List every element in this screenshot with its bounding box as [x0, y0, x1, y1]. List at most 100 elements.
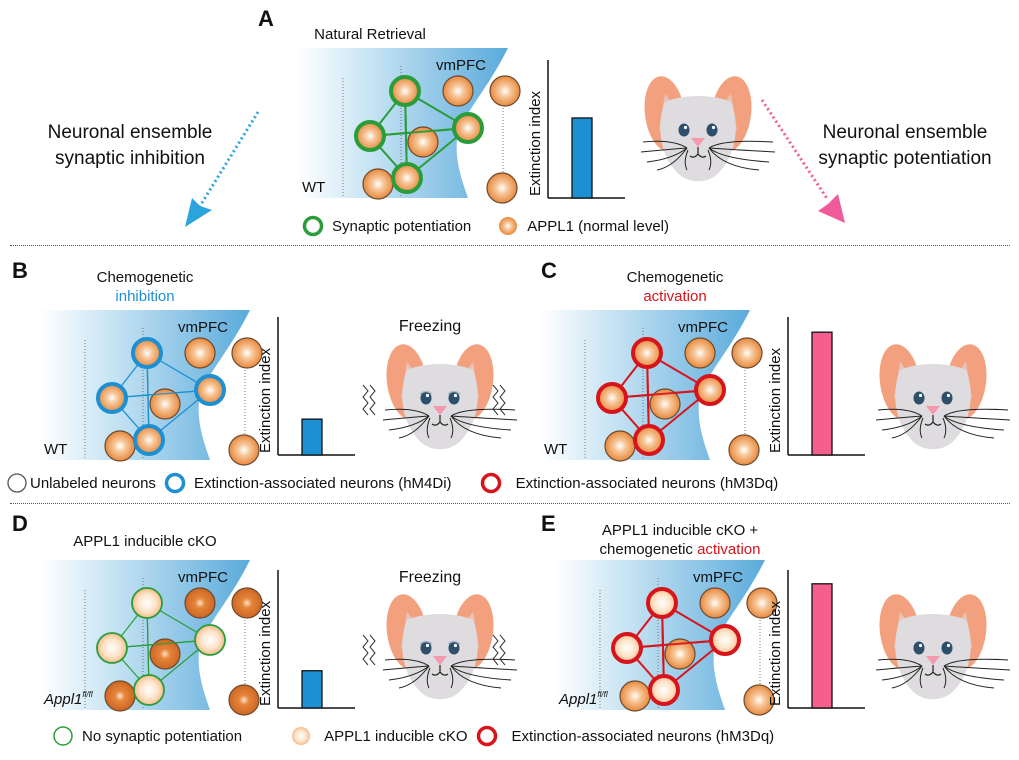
eye-highlight — [683, 125, 688, 130]
panel-b-title: Chemogenetic inhibition — [50, 268, 240, 306]
thin-green-ring-icon — [53, 726, 73, 746]
whisker — [398, 415, 430, 439]
title-line: chemogenetic — [599, 541, 698, 558]
neuron — [489, 75, 521, 107]
whisker — [943, 665, 1011, 671]
whisker — [398, 665, 430, 689]
panel-letter-c: C — [541, 258, 557, 283]
whisker — [708, 147, 776, 153]
ensemble-neuron — [694, 374, 726, 406]
neuron — [442, 75, 474, 107]
neuron — [407, 126, 439, 158]
blue-arrowhead-icon — [185, 198, 212, 227]
side-label-line: Neuronal ensemble — [47, 122, 213, 143]
ear-shade — [401, 362, 417, 400]
region-label-vmpfc: vmPFC — [693, 569, 743, 586]
neuron — [228, 684, 260, 716]
whisker — [875, 665, 923, 671]
legend-text: Unlabeled neurons — [30, 474, 156, 492]
side-label-line: synaptic potentiation — [818, 148, 992, 169]
side-label-line: synaptic inhibition — [55, 148, 205, 169]
genotype-label: WT — [544, 441, 567, 458]
neuron — [184, 337, 216, 369]
ensemble-neuron — [389, 75, 421, 107]
neuron — [149, 638, 181, 670]
mouse-head — [875, 344, 1011, 450]
title-highlight-inhibition: inhibition — [115, 288, 175, 305]
neuron — [684, 337, 716, 369]
divider-bottom — [10, 503, 1010, 504]
extinction-index-bar — [811, 331, 833, 456]
ensemble-connection-line — [369, 127, 469, 137]
neuron — [149, 388, 181, 420]
neuron — [699, 587, 731, 619]
ensemble-neuron — [648, 674, 680, 706]
whisker — [943, 415, 1011, 421]
whisker — [656, 147, 688, 171]
neuron — [231, 337, 263, 369]
ensemble-neuron — [194, 624, 226, 656]
nose-icon — [926, 406, 940, 415]
neuron — [184, 587, 216, 619]
eyebrow — [419, 390, 433, 395]
tremor-lines-icon — [492, 634, 499, 666]
blue-ring-icon — [164, 472, 186, 494]
whisker — [943, 415, 1005, 431]
neuron — [231, 587, 263, 619]
tremor-lines-icon — [499, 384, 506, 416]
bar-chart-b: Extinction index — [257, 317, 355, 456]
genotype-label: Appl1fl/fl — [558, 690, 608, 708]
mouse-face-b-freezing — [362, 344, 518, 450]
whisker — [891, 415, 923, 439]
legend-text: Synaptic potentiation — [332, 217, 472, 235]
legend-text: Extinction-associated neurons (hM3Dq) — [515, 474, 779, 492]
tremor-lines-icon — [362, 634, 369, 666]
panel-d-title: APPL1 inducible cKO — [73, 533, 217, 550]
whisker — [708, 140, 774, 149]
ear-shade — [463, 362, 479, 400]
eye-icon — [448, 641, 460, 655]
whisker — [881, 665, 923, 681]
whisker — [881, 415, 923, 431]
ensemble-neuron — [96, 632, 128, 664]
whisker — [388, 415, 430, 431]
ensemble-connection-line — [111, 389, 211, 399]
ensemble-neuron — [631, 337, 663, 369]
neuron — [104, 680, 136, 712]
cheek-line — [426, 667, 431, 689]
panel-letter-a: A — [258, 6, 274, 31]
whisker — [875, 415, 923, 421]
ear-shade — [956, 612, 972, 650]
neuron — [228, 434, 260, 466]
freezing-label-b: Freezing — [398, 318, 462, 335]
ensemble-connection-line — [611, 389, 711, 399]
eye-icon — [420, 641, 432, 655]
vmpfc-region-e: vmPFC Appl1fl/fl — [555, 560, 778, 716]
ear-shade — [956, 362, 972, 400]
ensemble-neuron — [133, 674, 165, 706]
mouth — [924, 665, 942, 676]
whisker — [646, 147, 688, 163]
eye-highlight — [946, 643, 951, 648]
whisker — [943, 665, 995, 689]
legend-text: APPL1 inducible cKO — [324, 727, 468, 745]
y-axis-label: Extinction index — [767, 600, 784, 706]
title-highlight-activation: activation — [643, 288, 707, 305]
panel-a-title: Natural Retrieval — [314, 26, 426, 43]
region-label-vmpfc: vmPFC — [436, 57, 486, 74]
mouth — [431, 415, 449, 426]
panel-letter-b: B — [12, 258, 28, 283]
potentiation-side-label: Neuronal ensemble synaptic potentiation — [800, 120, 1010, 172]
ensemble-neuron — [354, 120, 386, 152]
whisker — [450, 415, 502, 439]
blue-dotted-arrow-shaft — [198, 111, 260, 207]
neuron — [649, 388, 681, 420]
eye-highlight — [453, 643, 458, 648]
whisker — [384, 408, 430, 417]
ensemble-neuron — [96, 382, 128, 414]
y-axis-label: Extinction index — [257, 347, 274, 453]
